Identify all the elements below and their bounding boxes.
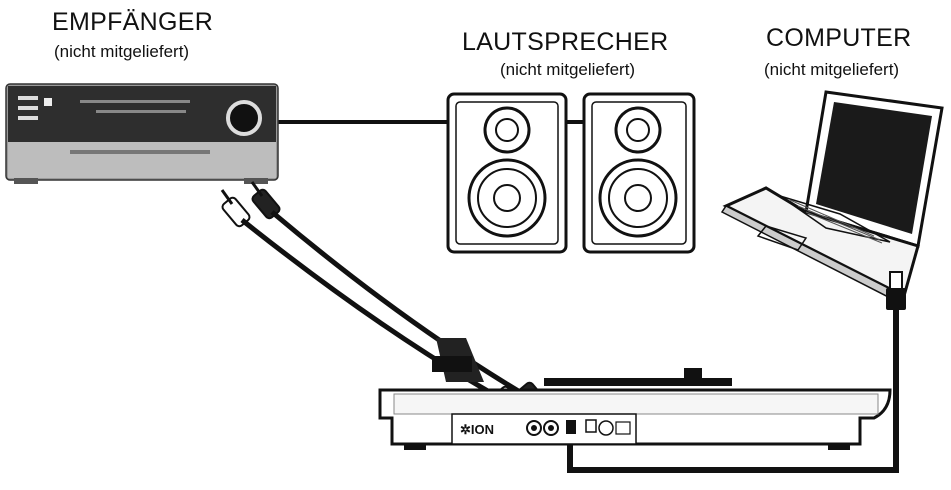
receiver-device [5, 83, 279, 184]
switch-icon [585, 419, 597, 433]
speakers-subtitle: (nicht mitgeliefert) [500, 60, 636, 79]
turntable: ✲ION [378, 338, 892, 450]
speaker-left [446, 92, 568, 254]
speaker-right [582, 92, 696, 254]
gain-knob-icon [598, 420, 614, 436]
usb-port-icon [566, 420, 576, 434]
receiver-volume-knob-icon [226, 100, 262, 136]
receiver-subtitle: (nicht mitgeliefert) [54, 42, 190, 61]
receiver-title: EMPFÄNGER [52, 8, 214, 36]
computer-subtitle: (nicht mitgeliefert) [764, 60, 900, 79]
computer-title: COMPUTER [766, 24, 912, 52]
turntable-brand-logo: ✲ION [460, 422, 494, 437]
laptop-computer [720, 90, 944, 306]
speakers-title: LAUTSPRECHER [462, 28, 669, 56]
